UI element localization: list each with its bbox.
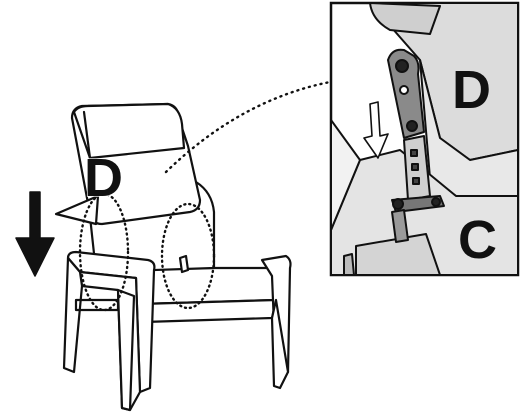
left-rear-leg (116, 288, 136, 412)
inset-upper-fold (369, 3, 441, 35)
release-lever (178, 254, 190, 274)
backrest-seam (82, 110, 92, 160)
lower-post (391, 209, 409, 243)
label-pointer (54, 194, 100, 226)
upper-slot-hole (399, 85, 409, 95)
lower-end-bolt (431, 197, 441, 207)
backrest-top-pad (72, 102, 186, 160)
upper-lock-bolt (406, 120, 418, 132)
detail-down-arrow (363, 101, 389, 159)
left-front-leg (62, 256, 84, 374)
upper-pivot-bolt (395, 59, 409, 73)
left-hinge-circle (78, 192, 130, 312)
left-leg-bar (74, 298, 120, 312)
right-front-leg (270, 298, 290, 390)
lower-pivot-bolt (392, 198, 404, 210)
left-armrest (66, 250, 156, 394)
right-hinge-circle (160, 202, 216, 310)
inset-left-wall (331, 119, 361, 231)
lower-slot-1 (410, 149, 418, 157)
detail-highlight-circles (78, 192, 216, 312)
recliner-chair (54, 102, 292, 412)
seat-front (138, 298, 278, 324)
lower-slot-3 (412, 177, 420, 185)
backrest-label: D (84, 148, 123, 208)
detail-label-d: D (452, 60, 491, 120)
left-post-stub (343, 253, 355, 275)
push-down-arrow (15, 191, 55, 277)
detail-leader-line (164, 80, 332, 174)
detail-label-c: C (458, 210, 497, 270)
lower-slot-2 (411, 163, 419, 171)
detail-inset: D C (329, 1, 520, 277)
